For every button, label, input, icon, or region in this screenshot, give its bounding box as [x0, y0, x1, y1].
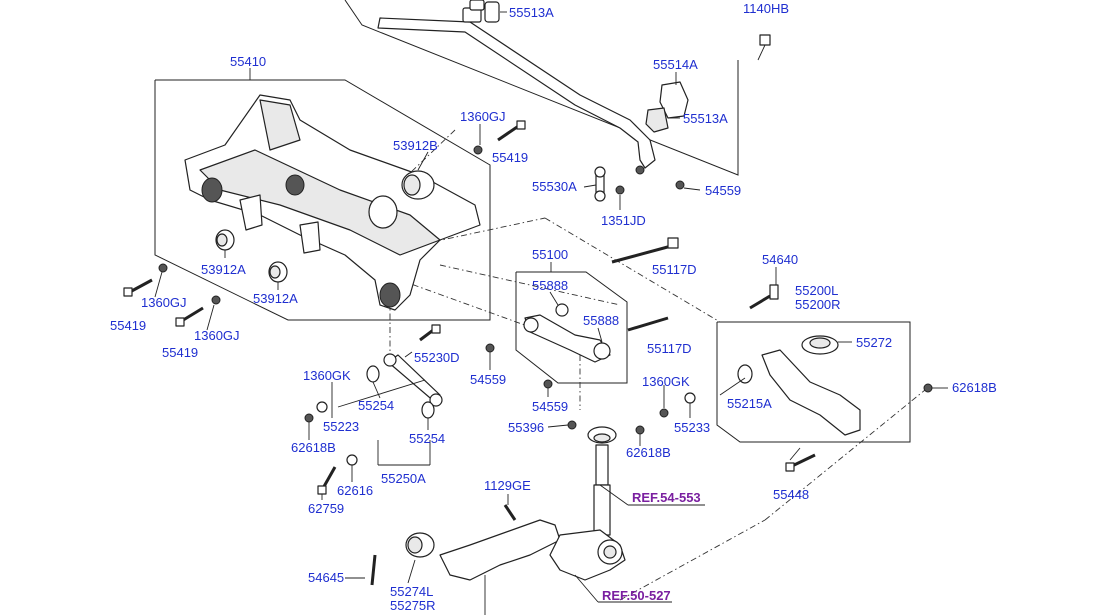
label-55254: 55254: [358, 398, 394, 413]
ref-link-50-527[interactable]: REF.50-527: [602, 588, 671, 603]
label-55888: 55888: [583, 313, 619, 328]
stabilizer-bar: [377, 0, 656, 169]
label-54559: 54559: [705, 183, 741, 198]
upper-arm-icon: [485, 237, 679, 389]
label-55419: 55419: [162, 345, 198, 360]
label-55200R: 55200R: [795, 297, 841, 312]
crossmember-icon: [184, 94, 481, 311]
bushing-bracket-icon: [484, 1, 500, 23]
label-55215A: 55215A: [727, 396, 772, 411]
label-62618B: 62618B: [291, 440, 336, 455]
label-54640: 54640: [762, 252, 798, 267]
label-55448: 55448: [773, 487, 809, 502]
label-54559: 54559: [470, 372, 506, 387]
label-55419: 55419: [110, 318, 146, 333]
part-labels: 1140HB 55513A 55410 55514A 55513A 1360GJ…: [110, 1, 997, 613]
label-55513A: 55513A: [683, 111, 728, 126]
trailing-link-icon: [304, 324, 645, 495]
label-55419: 55419: [492, 150, 528, 165]
label-55396: 55396: [508, 420, 544, 435]
label-54559: 54559: [532, 399, 568, 414]
label-55272: 55272: [856, 335, 892, 350]
label-53912B: 53912B: [393, 138, 438, 153]
label-1360GK: 1360GK: [642, 374, 690, 389]
reference-links: REF.54-553 REF.50-527: [602, 490, 701, 603]
label-55230D: 55230D: [414, 350, 460, 365]
label-55530A: 55530A: [532, 179, 577, 194]
label-1360GJ: 1360GJ: [460, 109, 506, 124]
label-62616: 62616: [337, 483, 373, 498]
label-55100: 55100: [532, 247, 568, 262]
trailing-arm-icon: [370, 504, 626, 615]
label-1360GK: 1360GK: [303, 368, 351, 383]
label-55233: 55233: [674, 420, 710, 435]
label-62618B: 62618B: [626, 445, 671, 460]
label-55275R: 55275R: [390, 598, 436, 613]
label-62759: 62759: [308, 501, 344, 516]
frame-lines: [154, 0, 911, 443]
label-55513A: 55513A: [509, 5, 554, 20]
label-1360GJ: 1360GJ: [194, 328, 240, 343]
ref-link-54-553[interactable]: REF.54-553: [632, 490, 701, 505]
label-1351JD: 1351JD: [601, 213, 646, 228]
label-55250A: 55250A: [381, 471, 426, 486]
label-55888: 55888: [532, 278, 568, 293]
bolt-icon: [757, 34, 771, 61]
label-55200L: 55200L: [795, 283, 838, 298]
label-1140HB: 1140HB: [743, 1, 789, 16]
bushing-icon: [401, 170, 435, 200]
label-53912A: 53912A: [201, 262, 246, 277]
label-54645: 54645: [308, 570, 344, 585]
label-55274L: 55274L: [390, 584, 433, 599]
stabilizer-clamp-icon: [645, 81, 689, 133]
lower-control-arm-icon: [659, 284, 933, 472]
bolt-icon: [123, 120, 526, 327]
label-53912A: 53912A: [253, 291, 298, 306]
label-1360GJ: 1360GJ: [141, 295, 187, 310]
reference-dash-lines: [389, 129, 926, 601]
label-55117D: 55117D: [647, 341, 692, 356]
label-1129GE: 1129GE: [484, 478, 531, 493]
label-55254: 55254: [409, 431, 445, 446]
shock-absorber-icon: [567, 420, 617, 536]
leader-lines: [154, 11, 948, 603]
stabilizer-link-icon: [594, 165, 685, 202]
label-55117D: 55117D: [652, 262, 697, 277]
label-55223: 55223: [323, 419, 359, 434]
label-62618B: 62618B: [952, 380, 997, 395]
label-55410: 55410: [230, 54, 266, 69]
label-55514A: 55514A: [653, 57, 698, 72]
